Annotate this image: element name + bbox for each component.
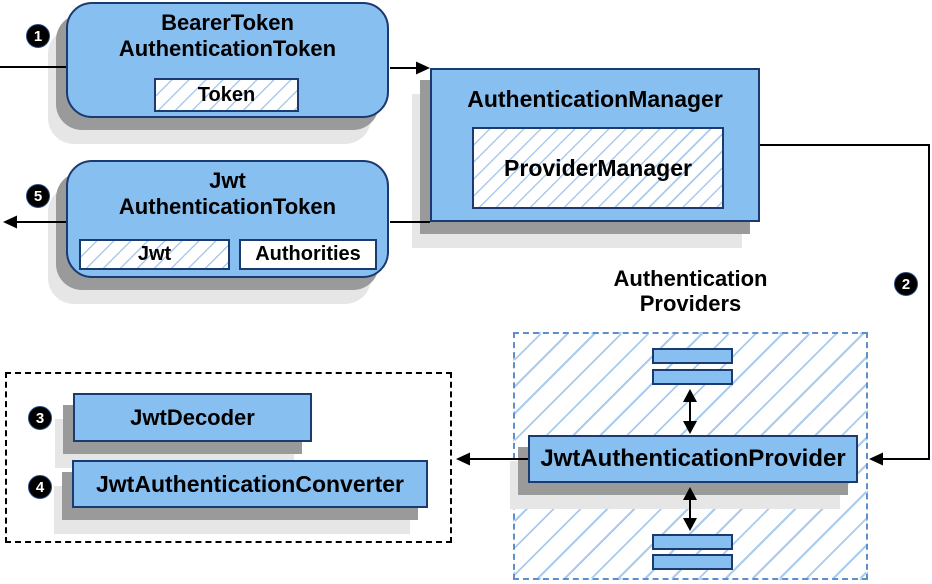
provider-list-bar-top-2 — [652, 369, 733, 385]
jwt-chip: Jwt — [79, 239, 230, 270]
provider-list-bar-bottom-1 — [652, 534, 733, 550]
bearer-token-title: BearerToken AuthenticationToken — [68, 10, 387, 62]
jwt-token-title-line2: AuthenticationToken — [118, 194, 337, 219]
arrowhead-to-decoder-group — [456, 452, 470, 466]
step-4-badge: 4 — [28, 475, 52, 499]
arrowhead-to-provider — [869, 452, 883, 466]
step-5-badge: 5 — [26, 184, 50, 208]
bearer-token-authentication-token-box: BearerToken AuthenticationToken Token — [66, 2, 389, 118]
provider-list-bar-top-1 — [652, 348, 733, 364]
token-chip: Token — [154, 78, 299, 112]
step-1-badge: 1 — [26, 24, 50, 48]
jwt-token-title: Jwt AuthenticationToken — [68, 168, 387, 220]
authentication-providers-heading-line1: Authentication — [613, 266, 768, 291]
provider-manager-chip: ProviderManager — [472, 127, 724, 209]
jwt-token-title-line1: Jwt — [209, 168, 246, 193]
authentication-manager-box: AuthenticationManager ProviderManager — [430, 68, 760, 222]
arrowhead-to-authentication-manager — [416, 61, 430, 75]
jwt-decoder-box: JwtDecoder — [73, 393, 312, 442]
jwt-authentication-provider-box: JwtAuthenticationProvider — [528, 435, 858, 483]
jwt-authentication-token-box: Jwt AuthenticationToken Jwt Authorities — [66, 160, 389, 278]
arrowhead-response-out — [3, 215, 17, 229]
authentication-providers-heading: Authentication Providers — [513, 266, 868, 316]
jwt-authentication-converter-box: JwtAuthenticationConverter — [72, 460, 428, 508]
bearer-token-title-line2: AuthenticationToken — [118, 36, 337, 61]
authorities-chip: Authorities — [239, 239, 377, 270]
authentication-manager-title: AuthenticationManager — [467, 86, 723, 112]
step-3-badge: 3 — [28, 406, 52, 430]
step-2-badge: 2 — [894, 272, 918, 296]
provider-list-bar-bottom-2 — [652, 554, 733, 570]
decoder-converter-group — [5, 372, 452, 543]
bearer-token-title-line1: BearerToken — [161, 10, 294, 35]
authentication-providers-heading-line2: Providers — [639, 291, 742, 316]
